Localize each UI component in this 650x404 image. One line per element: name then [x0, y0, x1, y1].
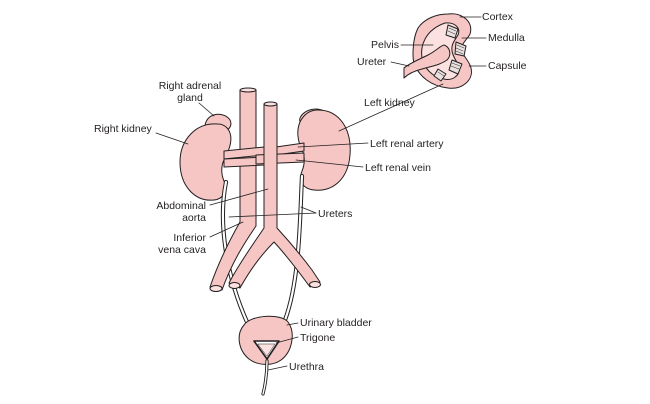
label-left-renal-vein: Left renal vein [365, 162, 431, 174]
label-pelvis: Pelvis [371, 39, 400, 51]
left-ureter-lumen [283, 174, 304, 322]
vena-cava-iliac-end [209, 285, 223, 292]
label-cortex: Cortex [482, 11, 513, 23]
label-inferior-vena-cava-line2: vena cava [158, 244, 206, 256]
leader-right-kidney [155, 132, 189, 145]
right-iliac-end [228, 282, 241, 289]
abdominal-aorta [228, 103, 321, 289]
vena-cava-top-opening [239, 87, 257, 93]
label-right-kidney: Right kidney [94, 123, 152, 135]
kidney-cross-section [403, 13, 472, 89]
label-abdominal-aorta: Abdominal aorta [120, 200, 206, 224]
label-capsule: Capsule [488, 60, 527, 72]
pyramid-middle [454, 41, 467, 57]
leader-inferior-vena-cava [209, 221, 244, 238]
pyramid-bottom [433, 68, 447, 82]
label-urethra: Urethra [289, 361, 325, 373]
inferior-vena-cava [209, 89, 257, 291]
trigone-inner [257, 343, 276, 357]
label-right-adrenal-gland-line2: gland [177, 92, 203, 104]
label-right-adrenal-gland-line1: Right adrenal [158, 80, 222, 92]
pyramid-lower [448, 59, 463, 75]
right-kidney [179, 123, 232, 201]
label-medulla: Medulla [488, 32, 525, 44]
label-urinary-bladder: Urinary bladder [300, 317, 372, 329]
label-inferior-vena-cava-line1: Inferior [173, 232, 206, 244]
leader-ureters-right [228, 212, 317, 218]
label-ureters: Ureters [318, 208, 353, 220]
leader-ureter [390, 61, 410, 67]
cross-section-pelvis [403, 44, 451, 79]
urethra-lumen [262, 360, 268, 395]
label-inferior-vena-cava: Inferior vena cava [120, 232, 206, 256]
leader-trigone [275, 336, 299, 344]
left-renal-vein [255, 152, 305, 165]
label-right-adrenal-gland: Right adrenal gland [140, 80, 240, 104]
left-kidney [297, 109, 351, 191]
label-abdominal-aorta-line1: Abdominal [156, 200, 206, 212]
left-iliac-end [309, 281, 321, 288]
label-ureter: Ureter [357, 56, 387, 68]
leader-ureters-left [300, 206, 317, 214]
leader-abdominal-aorta [209, 188, 269, 206]
leader-lines [155, 16, 487, 371]
label-left-renal-artery: Left renal artery [370, 138, 444, 150]
leader-left-kidney [338, 83, 444, 132]
pyramid-striations [437, 27, 465, 77]
leader-urinary-bladder [286, 322, 299, 326]
label-trigone: Trigone [300, 332, 336, 344]
leader-left-renal-artery [297, 142, 369, 148]
aorta-top-opening [263, 101, 278, 107]
leader-urethra [267, 365, 288, 371]
label-abdominal-aorta-line2: aorta [182, 212, 206, 224]
leader-left-renal-vein [295, 159, 364, 168]
label-left-kidney: Left kidney [364, 97, 415, 109]
leader-right-adrenal [198, 102, 215, 117]
